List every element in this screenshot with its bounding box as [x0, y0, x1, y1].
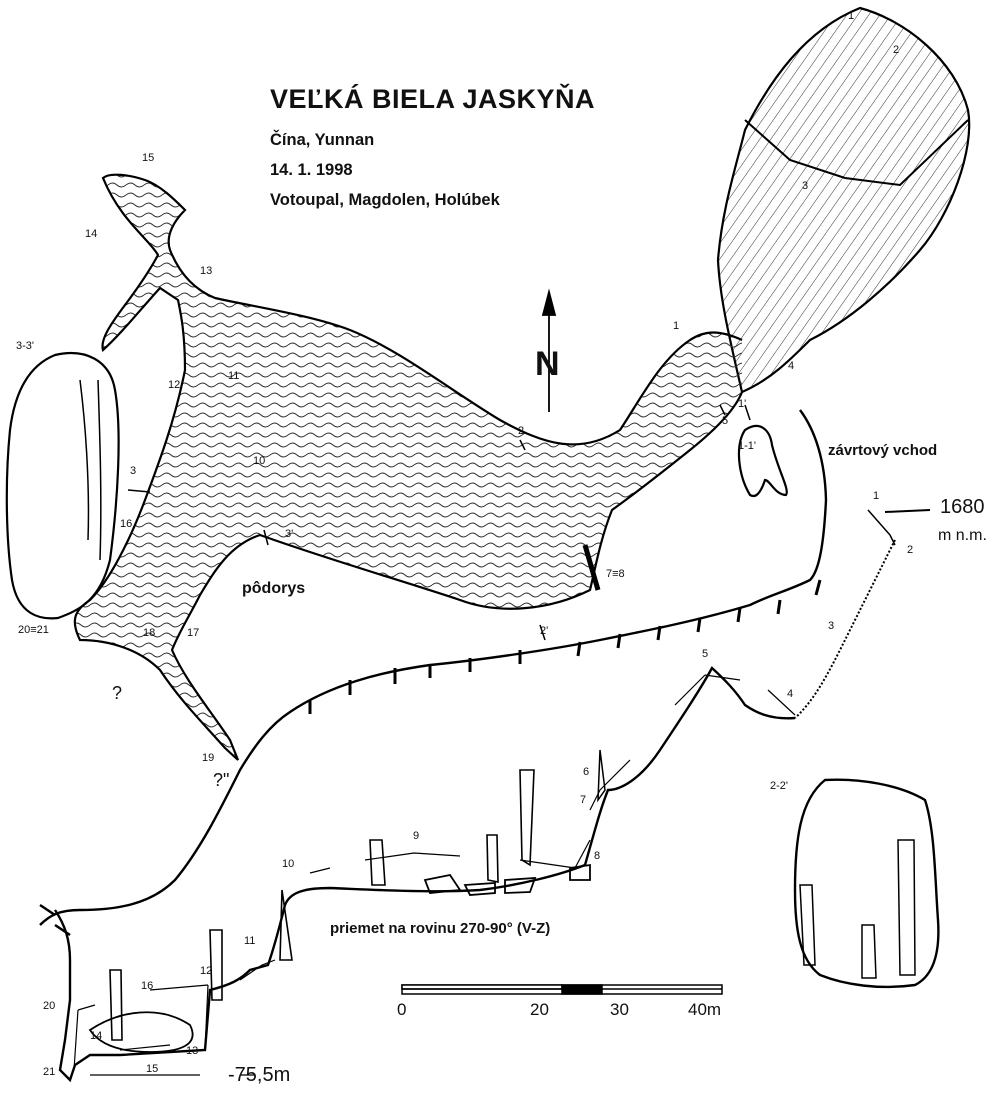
profile-station-13: 13 — [186, 1045, 199, 1057]
plan-station-10: 10 — [253, 455, 266, 467]
north-label: N — [535, 345, 560, 383]
map-location: Čína, Yunnan — [270, 131, 375, 149]
section-3-label: 3 — [130, 465, 137, 477]
profile-station-5: 5 — [702, 648, 709, 660]
entrance-label: závrtový vchod — [828, 442, 938, 459]
altitude-value: 1680 — [940, 496, 985, 518]
profile-station-15: 15 — [146, 1063, 159, 1075]
profile-station-11: 11 — [244, 935, 256, 947]
profile-station-7: 7 — [580, 794, 587, 806]
profile-floor — [54, 666, 796, 1083]
main-chamber-outline — [73, 173, 744, 761]
profile-station-12: 12 — [200, 965, 213, 977]
profile-station-14: 14 — [90, 1030, 103, 1042]
doline-outline — [716, 6, 971, 394]
north-arrow — [541, 288, 557, 412]
plan-station-11: 11 — [228, 370, 240, 382]
plan-station-17: 17 — [187, 627, 200, 639]
profile-station-21: 21 — [43, 1066, 56, 1078]
plan-station-12: 12 — [168, 379, 181, 391]
plan-station-2: 2 — [893, 44, 900, 56]
section-3-3 — [5, 351, 120, 620]
plan-station-18: 18 — [143, 627, 156, 639]
section-3-3-label: 3-3' — [16, 340, 34, 352]
section-2p-label: 2' — [540, 625, 549, 637]
plan-station-1: 1 — [848, 10, 855, 22]
depth-value: -75,5m — [228, 1064, 291, 1086]
scale-tick-20: 20 — [530, 1000, 549, 1019]
section-2-2-label: 2-2' — [770, 780, 788, 792]
plan-view — [5, 6, 971, 761]
unexplored-mark-1: ? — [112, 683, 123, 703]
profile-top-wall — [39, 409, 828, 926]
section-1-1 — [737, 424, 788, 498]
plan-station-7-8: 7≡8 — [606, 568, 625, 580]
scale-tick-30: 30 — [610, 1000, 629, 1019]
plan-station-16: 16 — [120, 518, 133, 530]
section-2-2 — [793, 778, 940, 989]
map-authors: Votoupal, Magdolen, Holúbek — [270, 191, 500, 209]
altitude-unit: m n.m. — [938, 527, 987, 544]
profile-station-2: 2 — [907, 544, 914, 556]
profile-station-20: 20 — [43, 1000, 56, 1012]
profile-station-3: 3 — [828, 620, 835, 632]
profile-station-4: 4 — [787, 688, 794, 700]
map-title: VEĽKÁ BIELA JASKYŇA — [270, 84, 596, 114]
plan-station-20-21: 20≡21 — [18, 624, 49, 636]
section-2-label: 2 — [518, 425, 525, 437]
scale-tick-40: 40m — [688, 1000, 722, 1019]
plan-station-5: 5 — [722, 415, 729, 427]
section-1p-label: 1' — [738, 398, 747, 410]
plan-station-19: 19 — [202, 752, 215, 764]
plan-station-13: 13 — [200, 265, 213, 277]
scale-bar — [401, 984, 723, 995]
section-3p-label: 3' — [285, 528, 294, 540]
plan-station-15: 15 — [142, 152, 155, 164]
profile-station-10: 10 — [282, 858, 295, 870]
plan-label: pôdorys — [242, 580, 306, 597]
projection-label: priemet na rovinu 270-90° (V-Z) — [330, 920, 551, 937]
unexplored-mark-2: ?" — [213, 770, 230, 790]
profile-station-1: 1 — [873, 490, 880, 502]
section-1-label: 1 — [673, 320, 680, 332]
profile-station-9: 9 — [413, 830, 420, 842]
profile-station-6: 6 — [583, 766, 590, 778]
plan-station-4: 4 — [788, 360, 795, 372]
map-date: 14. 1. 1998 — [270, 161, 353, 179]
profile-station-8: 8 — [594, 850, 601, 862]
profile-view — [39, 409, 940, 1083]
plan-station-14: 14 — [85, 228, 98, 240]
profile-station-16: 16 — [141, 980, 154, 992]
plan-station-3: 3 — [802, 180, 809, 192]
section-1-1-label: 1-1' — [738, 440, 756, 452]
scale-tick-0: 0 — [397, 1000, 407, 1019]
